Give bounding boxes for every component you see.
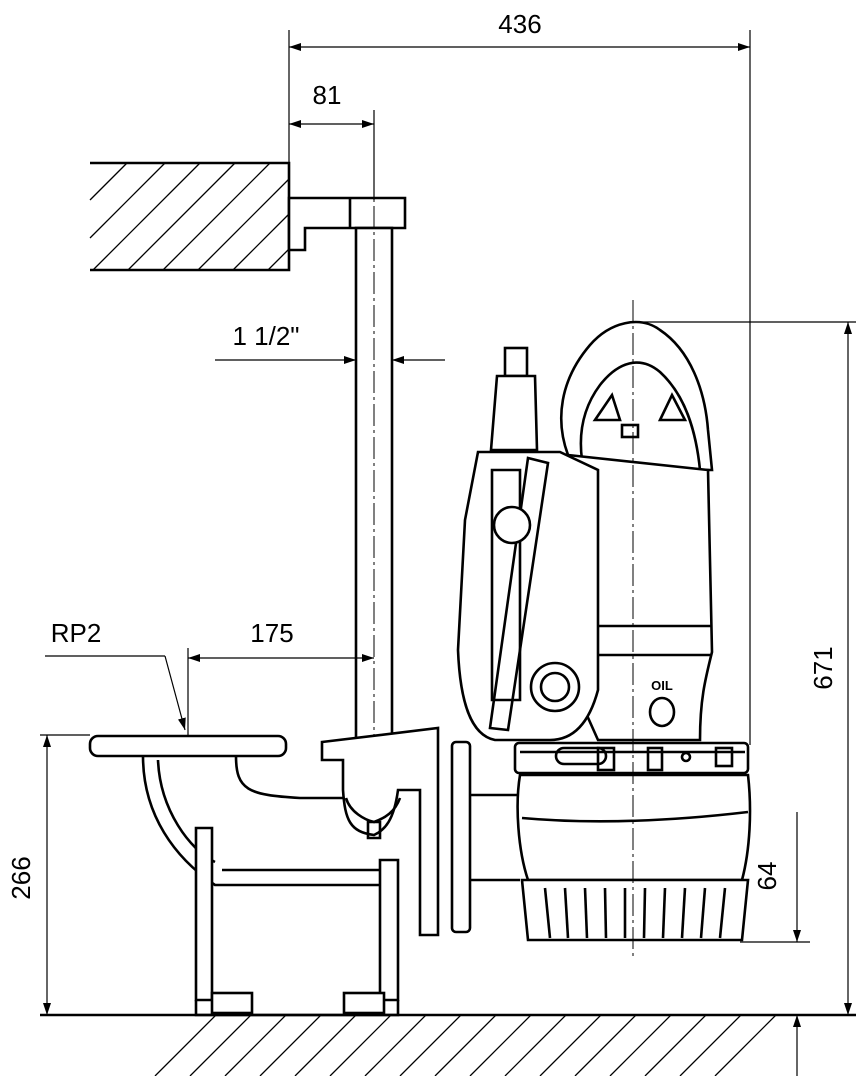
dim-pump-height: 671: [808, 646, 838, 689]
dimension-lines: [40, 30, 856, 1076]
dim-pipe-offset: 81: [313, 80, 342, 110]
wall-hatch: [89, 161, 291, 272]
submersible-pump: OIL: [456, 300, 752, 960]
dim-pipe-size: 1 1/2": [232, 321, 299, 351]
thread-label: RP2: [51, 618, 102, 648]
floor-hatch: [40, 1013, 856, 1077]
duckfoot-bend: [88, 726, 520, 1017]
oil-label: OIL: [651, 678, 673, 693]
dim-clearance: 64: [752, 862, 782, 891]
dim-base-height: 266: [6, 856, 36, 899]
guide-pipe: [287, 140, 407, 820]
dim-overall-width: 436: [498, 9, 541, 39]
dim-discharge-offset: 175: [250, 618, 293, 648]
